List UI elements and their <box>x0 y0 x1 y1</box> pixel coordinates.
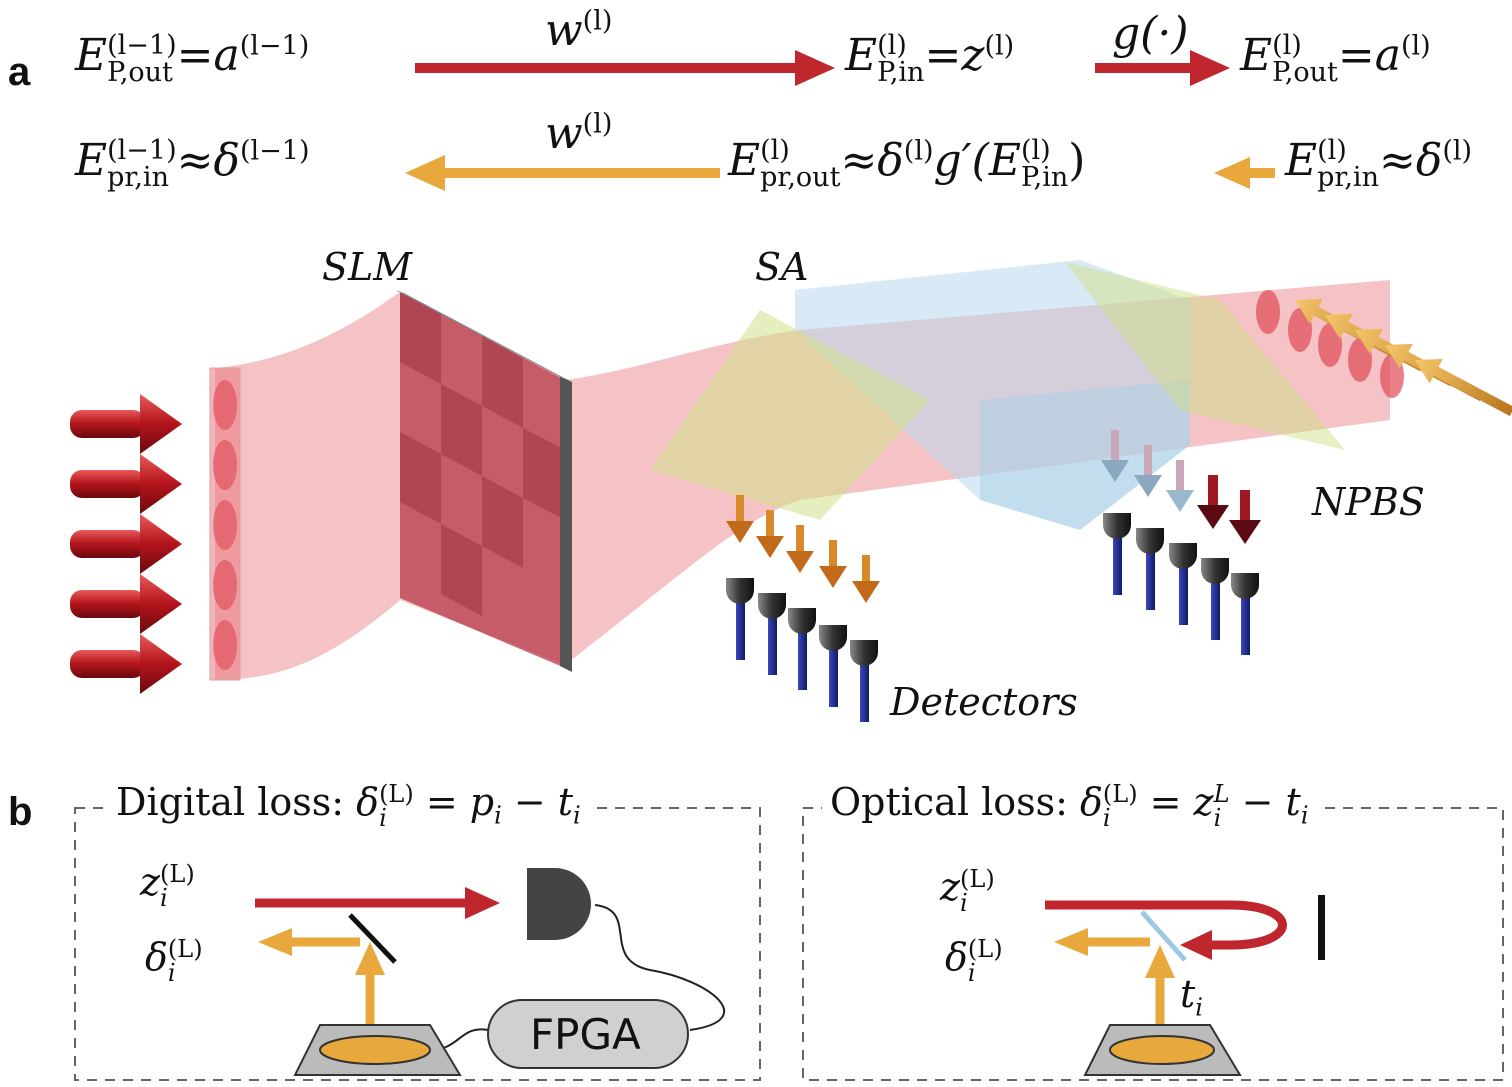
forward-right-eq: E(l)P,out=a(l) <box>1240 29 1431 88</box>
backward-arrow-w-label: w(l) <box>545 108 613 159</box>
backward-right-eq: E(l)pr,in≈δ(l) <box>1285 134 1473 193</box>
optical-reflector <box>1318 895 1325 960</box>
detectors-label: Detectors <box>890 680 1078 724</box>
optical-splitter <box>1140 910 1187 962</box>
digital-z-label: z(L)i <box>140 859 195 912</box>
backward-arrow-right <box>1214 157 1275 189</box>
npbs-label: NPBS <box>1312 480 1425 524</box>
backward-arrow-w <box>405 155 720 191</box>
output-spots <box>1256 290 1404 398</box>
optical-t-label: ti <box>1180 972 1203 1022</box>
forward-mid-eq: E(l)P,in=z(l) <box>845 29 1015 88</box>
forward-arrow-g <box>1095 50 1230 86</box>
digital-red-arrow <box>255 887 500 919</box>
digital-loss-title: Digital loss: δ(L)i = pi − ti <box>108 780 589 830</box>
sa-box <box>795 260 1190 530</box>
sa-label: SA <box>755 245 809 289</box>
detector-arrows-2 <box>1101 430 1261 544</box>
digital-delta-label: δ(L)i <box>145 934 203 987</box>
detectors-group-2 <box>1103 513 1259 655</box>
detector-arrows-1 <box>726 495 880 603</box>
forward-arrow-w-label: w(l) <box>545 5 613 56</box>
backward-mid-eq: E(l)pr,out≈δ(l)g′(E(l)P,in) <box>728 134 1086 193</box>
output-probe-arrows <box>1295 298 1512 417</box>
optical-delta-label: δ(L)i <box>945 934 1003 987</box>
beamsplitter-1 <box>650 310 930 520</box>
optical-z-label: z(L)i <box>940 864 995 917</box>
beamsplitter-npbs <box>1065 262 1345 450</box>
digital-source <box>319 1035 431 1065</box>
input-arrows <box>70 394 182 694</box>
panel-b-label: b <box>8 790 33 834</box>
optical-source <box>1109 1035 1215 1065</box>
digital-mirror <box>348 913 397 964</box>
backward-left-eq: E(l−1)pr,in≈δ(l−1) <box>75 134 310 193</box>
slm-label: SLM <box>322 245 413 289</box>
fpga-label: FPGA <box>530 1010 641 1059</box>
optical-red-loop <box>1045 900 1287 960</box>
forward-left-eq: E(l−1)P,out=a(l−1) <box>75 29 310 88</box>
forward-arrow-g-label: g(·) <box>1112 8 1189 59</box>
digital-detector <box>527 868 591 940</box>
panel-a-label: a <box>8 50 31 94</box>
slm-device <box>395 290 572 672</box>
input-spots <box>213 380 237 670</box>
detectors-group-1 <box>726 578 878 722</box>
fpga-box <box>487 999 689 1069</box>
digital-cable <box>594 904 726 1031</box>
forward-arrow-w <box>415 50 835 86</box>
